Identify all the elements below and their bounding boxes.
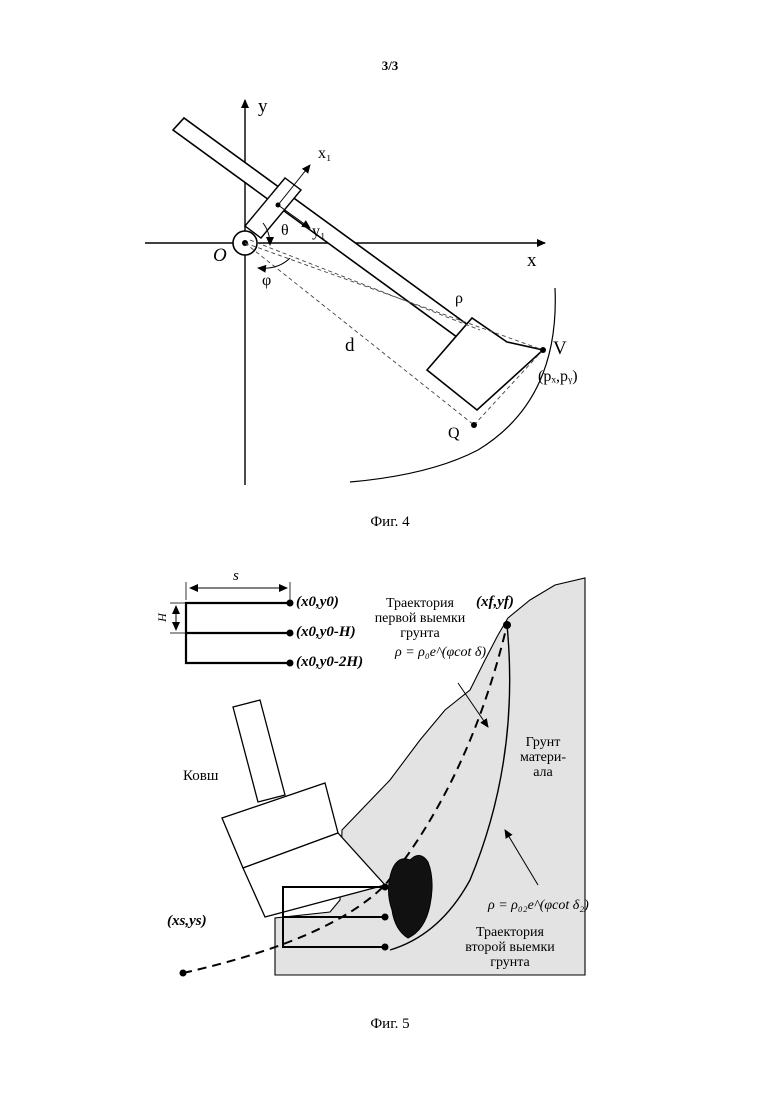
point-finish [503,621,511,629]
label-point-finish: (xf,yf) [476,594,514,611]
label-point-2: (x0,y0-H) [296,624,356,641]
figure-5-caption: Фиг. 5 [0,1016,780,1033]
label-second-trajectory: Траектория второй выемки грунта [455,925,565,970]
label-s: s [233,568,239,585]
label-point-3: (x0,y0-2H) [296,654,363,671]
label-soil: Грунт матери­ала [513,735,573,780]
tooth-point-3 [382,944,389,951]
label-point-1: (x0,y0) [296,594,339,611]
label-first-trajectory: Траектория первой выемки грунта [365,596,475,641]
formula-second: ρ = ρ₀₂e^(φcot δ₂) [488,898,589,914]
label-point-start: (xs,ys) [167,913,207,930]
bucket-stick [233,700,285,802]
point-start [180,970,187,977]
formula-first: ρ = ρ₀e^(φcot δ) [395,645,486,661]
tooth-point-1 [382,884,389,891]
label-bucket: Ковш [183,768,218,785]
tooth-point-2 [382,914,389,921]
label-h: H [155,613,170,622]
